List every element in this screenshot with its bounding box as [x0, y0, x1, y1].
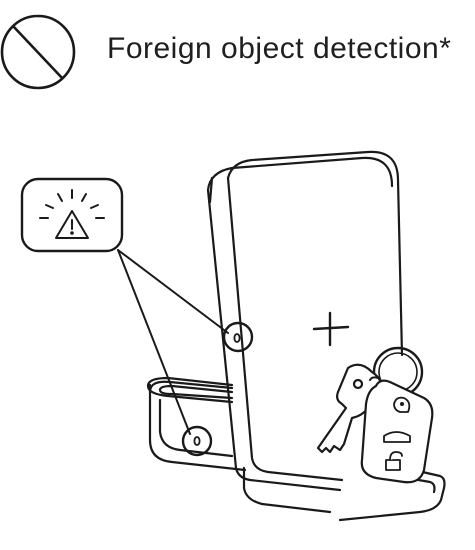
page-title: Foreign object detection*	[107, 32, 452, 65]
charging-stand	[206, 150, 404, 492]
sensor-point-lower	[181, 425, 213, 457]
prohibited-circle-icon	[0, 14, 76, 90]
sensor-point-upper	[222, 321, 254, 353]
alert-callout	[20, 177, 229, 435]
paper-clip	[146, 376, 234, 404]
car-key-fob	[360, 376, 434, 484]
header: Foreign object detection*	[0, 0, 475, 100]
charger-base	[148, 380, 446, 522]
plus-icon	[312, 311, 350, 347]
warning-triangle-icon	[39, 189, 105, 239]
